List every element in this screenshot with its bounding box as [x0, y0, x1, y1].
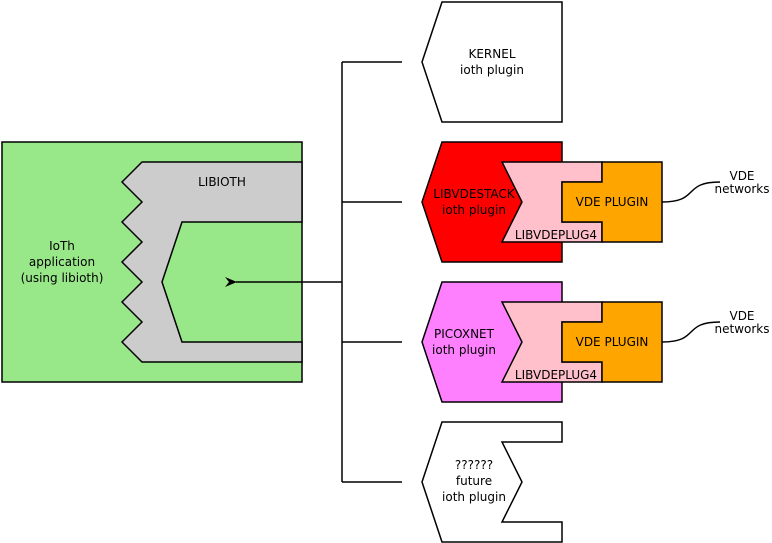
vde-networks-label-bottom-line2: networks — [715, 322, 770, 336]
picoxnet-plugin-label-line2: ioth plugin — [432, 343, 496, 357]
network-link-top — [661, 181, 721, 203]
network-link-bottom — [661, 321, 721, 343]
future-plugin-shape — [421, 421, 563, 543]
app-label-line2: application — [29, 255, 95, 269]
picoxnet-plugin-label-line1: PICOXNET — [434, 327, 495, 341]
future-plugin-label-line2: future — [456, 474, 492, 488]
vdeplug4-label-top: LIBVDEPLUG4 — [515, 228, 597, 242]
app-label-line3: (using libioth) — [21, 271, 104, 285]
vdestack-plugin-label-line2: ioth plugin — [442, 203, 506, 217]
future-plugin-label-line3: ioth plugin — [442, 490, 506, 504]
vde-plugin-label-top: VDE PLUGIN — [576, 195, 649, 209]
vde-plugin-shape-top — [561, 161, 663, 243]
vde-networks-label-top-line1: VDE — [729, 169, 754, 183]
plugin-connector — [341, 61, 402, 483]
libioth-shape — [120, 161, 303, 363]
libioth-label: LIBIOTH — [198, 175, 246, 189]
future-plugin-label-line1: ?????? — [455, 458, 493, 472]
kernel-plugin-label-line1: KERNEL — [468, 47, 515, 61]
vdestack-plugin-label-line1: LIBVDESTACK — [433, 187, 516, 201]
vde-networks-label-bottom-line1: VDE — [729, 309, 754, 323]
app-label-line1: IoTh — [49, 239, 75, 253]
vde-plugin-shape-bottom — [561, 301, 663, 383]
kernel-plugin-shape — [421, 1, 563, 123]
vdeplug4-label-bottom: LIBVDEPLUG4 — [515, 368, 597, 382]
vde-plugin-label-bottom: VDE PLUGIN — [576, 335, 649, 349]
kernel-plugin-label-line2: ioth plugin — [460, 63, 524, 77]
vde-networks-label-top-line2: networks — [715, 182, 770, 196]
